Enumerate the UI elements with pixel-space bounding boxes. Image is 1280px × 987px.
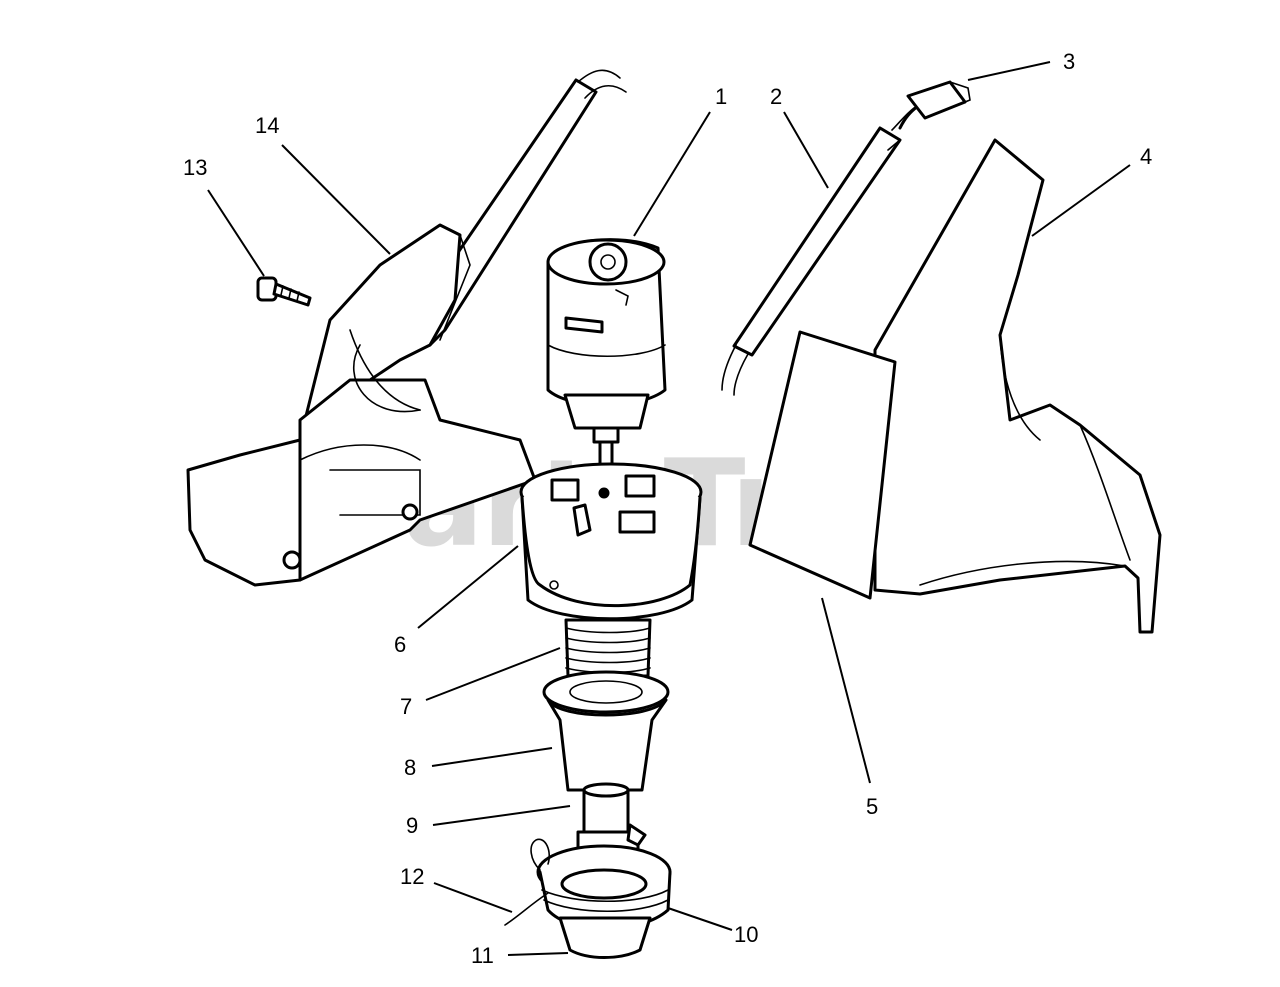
leader-10 (667, 907, 733, 931)
leader-1 (633, 111, 711, 237)
callout-8: 8 (404, 755, 416, 780)
leader-9 (432, 805, 571, 826)
leader-7 (425, 647, 561, 701)
part-decal (748, 330, 897, 600)
leader-13 (207, 189, 265, 277)
callout-2: 2 (770, 84, 782, 109)
callout-13: 13 (183, 155, 207, 180)
part-upper-shaft (721, 80, 971, 396)
callout-6: 6 (394, 632, 406, 657)
callout-12: 12 (400, 864, 424, 889)
part-fan-hub (519, 462, 703, 621)
callout-9: 9 (406, 813, 418, 838)
leader-8 (431, 747, 553, 767)
leader-2 (783, 111, 829, 189)
callout-10: 10 (734, 922, 758, 947)
callout-3: 3 (1063, 49, 1075, 74)
leader-5 (821, 597, 871, 784)
callout-4: 4 (1140, 144, 1152, 169)
callout-7: 7 (400, 694, 412, 719)
part-spool-cup (542, 670, 670, 792)
leader-11 (507, 952, 569, 956)
callout-labels: 1 2 3 4 5 6 7 8 9 10 11 12 13 14 (183, 49, 1152, 968)
part-left-housing (186, 69, 627, 587)
part-spool-assembly (504, 838, 672, 959)
leader-6 (417, 545, 519, 629)
part-spool-shaft (576, 782, 647, 856)
callout-14: 14 (255, 113, 279, 138)
leader-14 (281, 144, 391, 255)
callout-5: 5 (866, 794, 878, 819)
leader-lines (207, 61, 1131, 956)
leader-4 (1031, 164, 1131, 237)
part-motor (546, 238, 667, 472)
part-spring (564, 618, 652, 678)
callout-11: 11 (471, 943, 494, 968)
part-screw (256, 276, 312, 307)
part-right-housing (873, 138, 1162, 634)
leader-12 (433, 882, 513, 913)
leader-3 (967, 61, 1051, 81)
callout-1: 1 (715, 84, 727, 109)
